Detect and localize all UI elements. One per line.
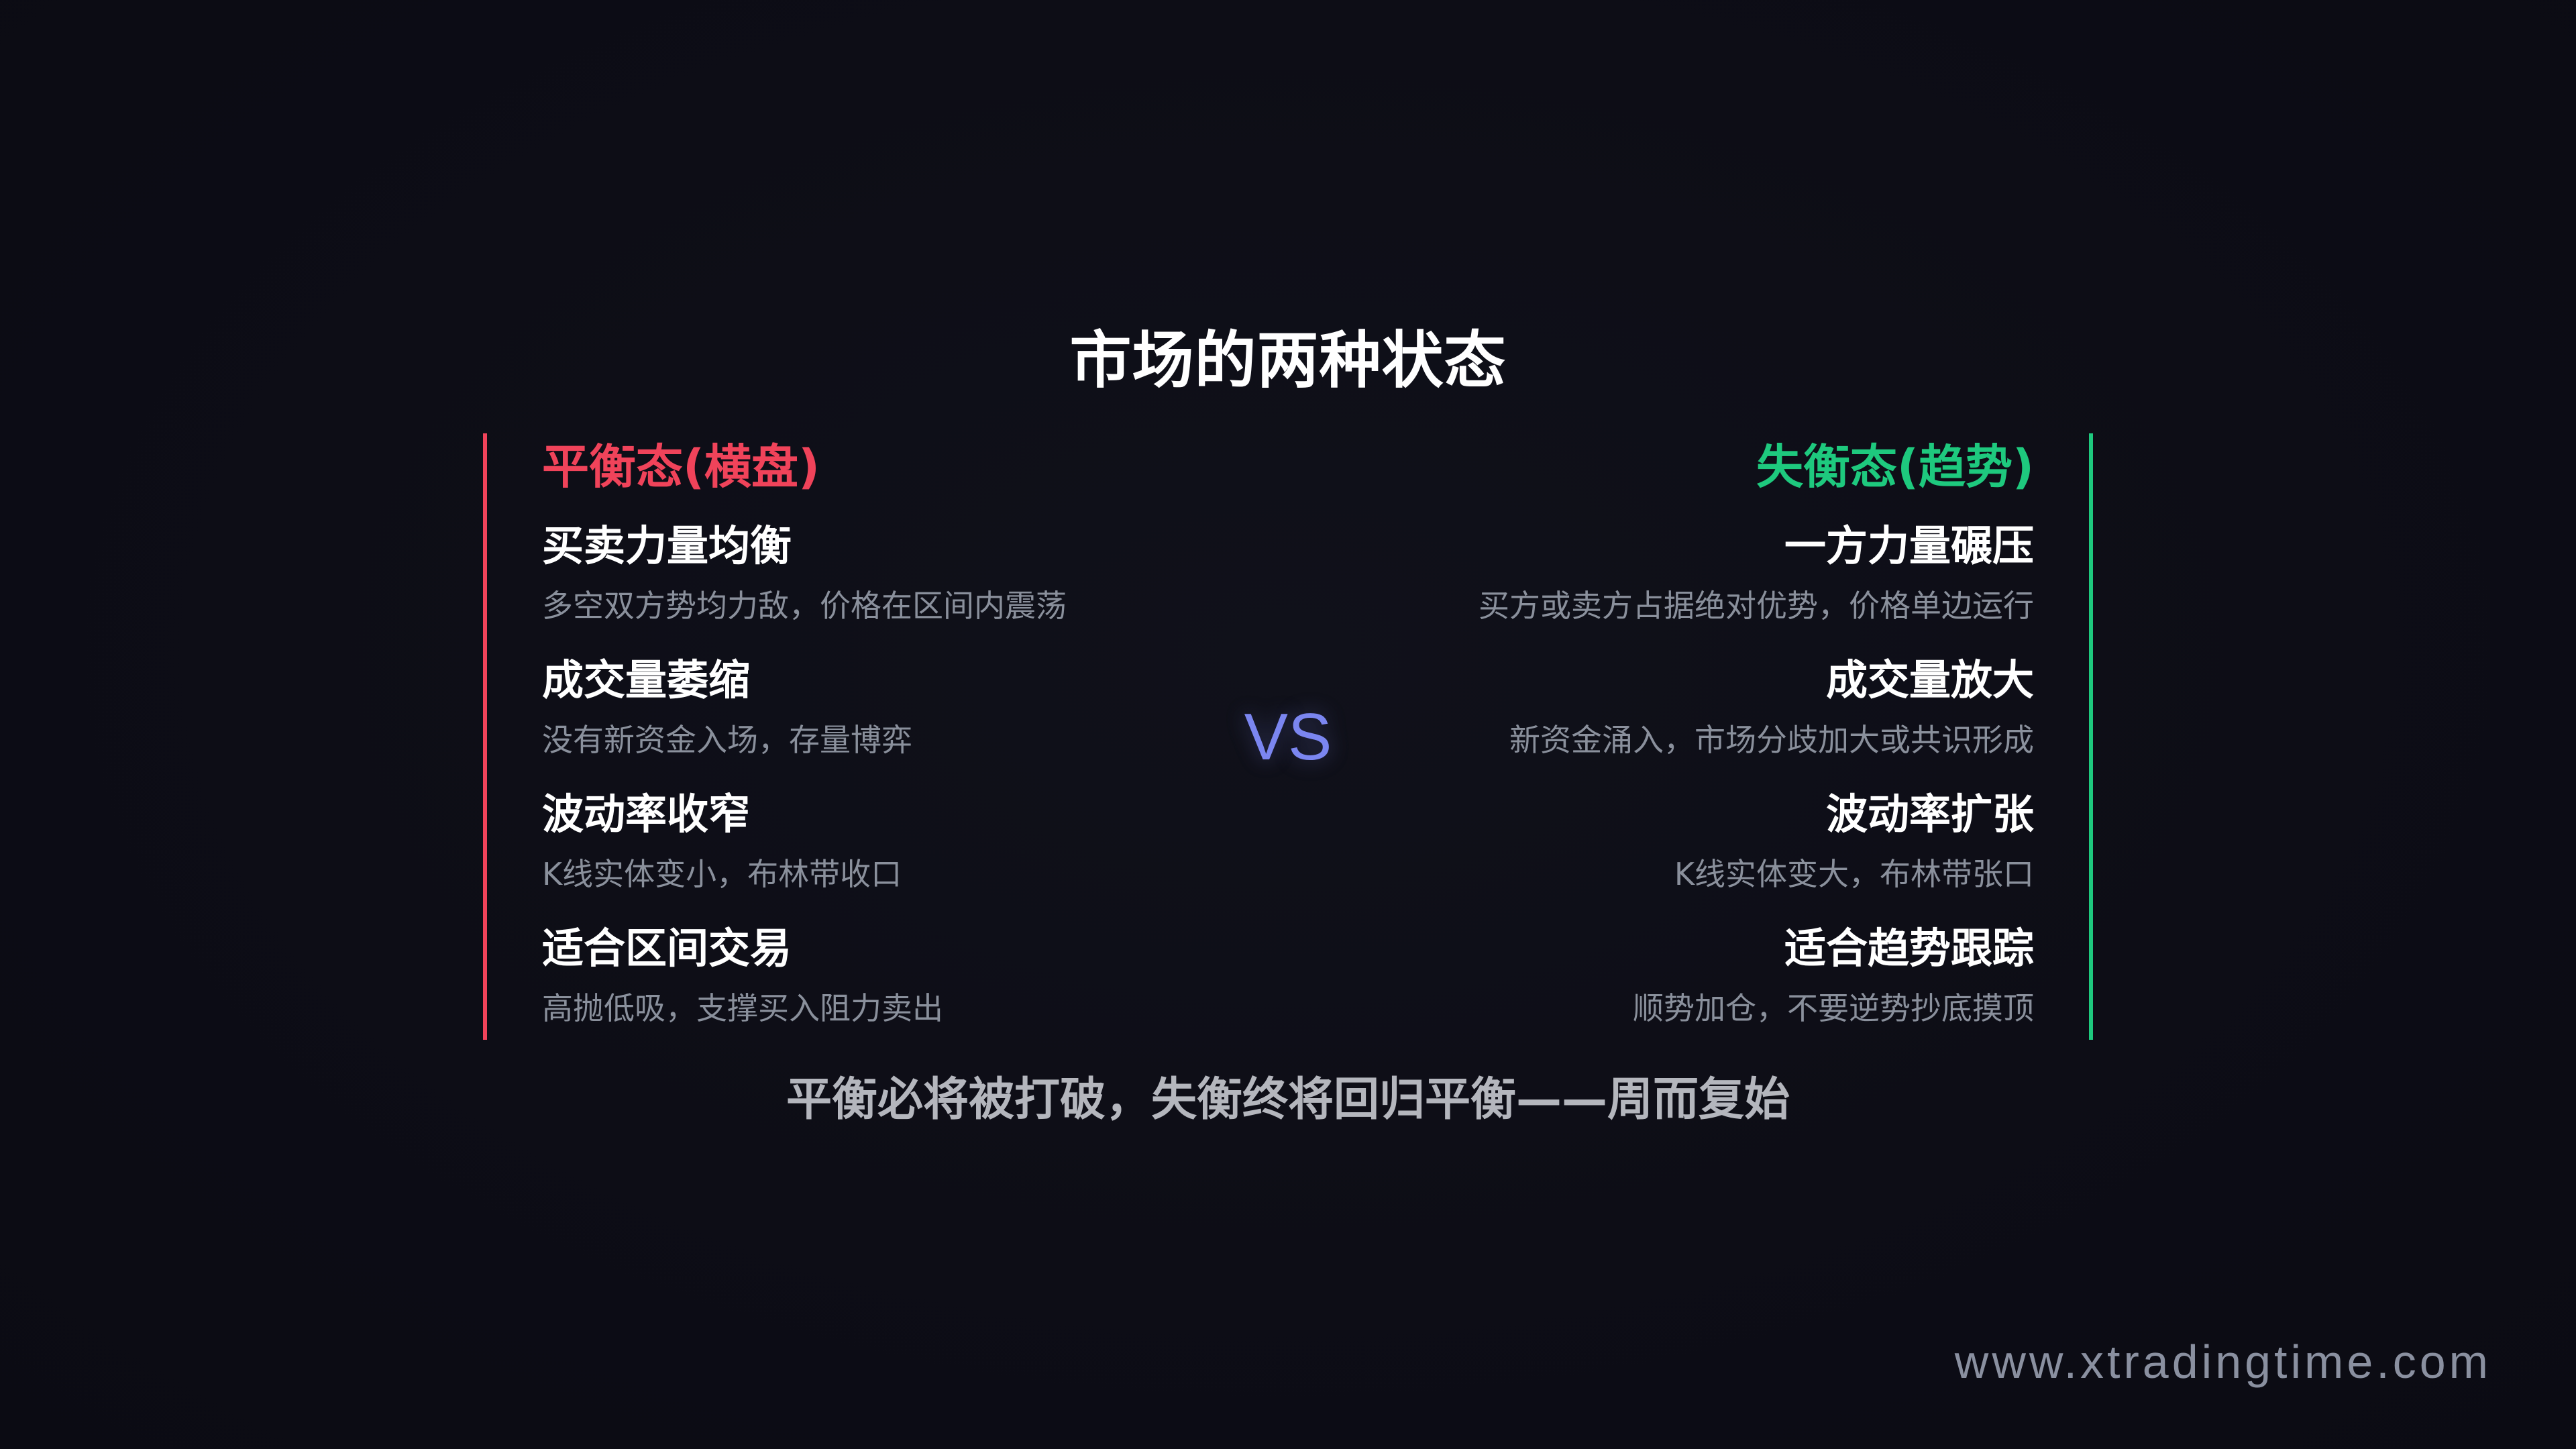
imbalanced-state-list: 一方力量碾压 买方或卖方占据绝对优势，价格单边运行 成交量放大 新资金涌入，市场… (1417, 519, 2034, 1056)
balanced-state-content: 平衡态(横盘) 买卖力量均衡 多空双方势均力敌，价格在区间内震荡 成交量萎缩 没… (542, 433, 1159, 1056)
conclusion-tagline: 平衡必将被打破，失衡终将回归平衡——周而复始 (786, 1073, 1790, 1126)
list-item: 波动率扩张 K线实体变大，布林带张口 (1417, 788, 2034, 922)
item-description: 高抛低吸，支撑买入阻力卖出 (542, 990, 943, 1026)
imbalanced-state-content: 失衡态(趋势) 一方力量碾压 买方或卖方占据绝对优势，价格单边运行 成交量放大 … (1417, 433, 2034, 1056)
item-description: 顺势加仓，不要逆势抄底摸顶 (1633, 990, 2034, 1026)
website-watermark: www.xtradingtime.com (1954, 1336, 2491, 1388)
item-description: 没有新资金入场，存量博弈 (542, 722, 912, 758)
list-item: 成交量萎缩 没有新资金入场，存量博弈 (542, 653, 1159, 788)
list-item: 波动率收窄 K线实体变小，布林带收口 (542, 788, 1159, 922)
item-title: 适合趋势跟踪 (1784, 924, 2034, 973)
imbalanced-state-heading: 失衡态(趋势) (1756, 439, 2034, 494)
item-description: K线实体变大，布林带张口 (1674, 856, 2034, 892)
balanced-state-panel: 平衡态(横盘) 买卖力量均衡 多空双方势均力敌，价格在区间内震荡 成交量萎缩 没… (483, 433, 1158, 1040)
balanced-state-list: 买卖力量均衡 多空双方势均力敌，价格在区间内震荡 成交量萎缩 没有新资金入场，存… (542, 519, 1159, 1056)
list-item: 适合趋势跟踪 顺势加仓，不要逆势抄底摸顶 (1417, 922, 2034, 1056)
list-item: 适合区间交易 高抛低吸，支撑买入阻力卖出 (542, 922, 1159, 1056)
slide-title: 市场的两种状态 (1069, 325, 1507, 396)
item-title: 买卖力量均衡 (542, 521, 792, 570)
item-title: 波动率扩张 (1825, 790, 2034, 839)
item-title: 成交量萎缩 (542, 655, 751, 704)
item-description: K线实体变小，布林带收口 (542, 856, 902, 892)
item-description: 多空双方势均力敌，价格在区间内震荡 (542, 588, 1067, 624)
item-description: 新资金涌入，市场分歧加大或共识形成 (1509, 722, 2034, 758)
vs-label: VS (1244, 700, 1332, 773)
item-title: 适合区间交易 (542, 924, 792, 973)
item-description: 买方或卖方占据绝对优势，价格单边运行 (1479, 588, 2034, 624)
item-title: 一方力量碾压 (1784, 521, 2034, 570)
balanced-state-heading: 平衡态(横盘) (542, 439, 820, 494)
item-title: 成交量放大 (1825, 655, 2034, 704)
list-item: 成交量放大 新资金涌入，市场分歧加大或共识形成 (1417, 653, 2034, 788)
list-item: 买卖力量均衡 多空双方势均力敌，价格在区间内震荡 (542, 519, 1159, 653)
imbalanced-state-panel: 失衡态(趋势) 一方力量碾压 买方或卖方占据绝对优势，价格单边运行 成交量放大 … (1418, 433, 2093, 1040)
list-item: 一方力量碾压 买方或卖方占据绝对优势，价格单边运行 (1417, 519, 2034, 653)
item-title: 波动率收窄 (542, 790, 751, 839)
